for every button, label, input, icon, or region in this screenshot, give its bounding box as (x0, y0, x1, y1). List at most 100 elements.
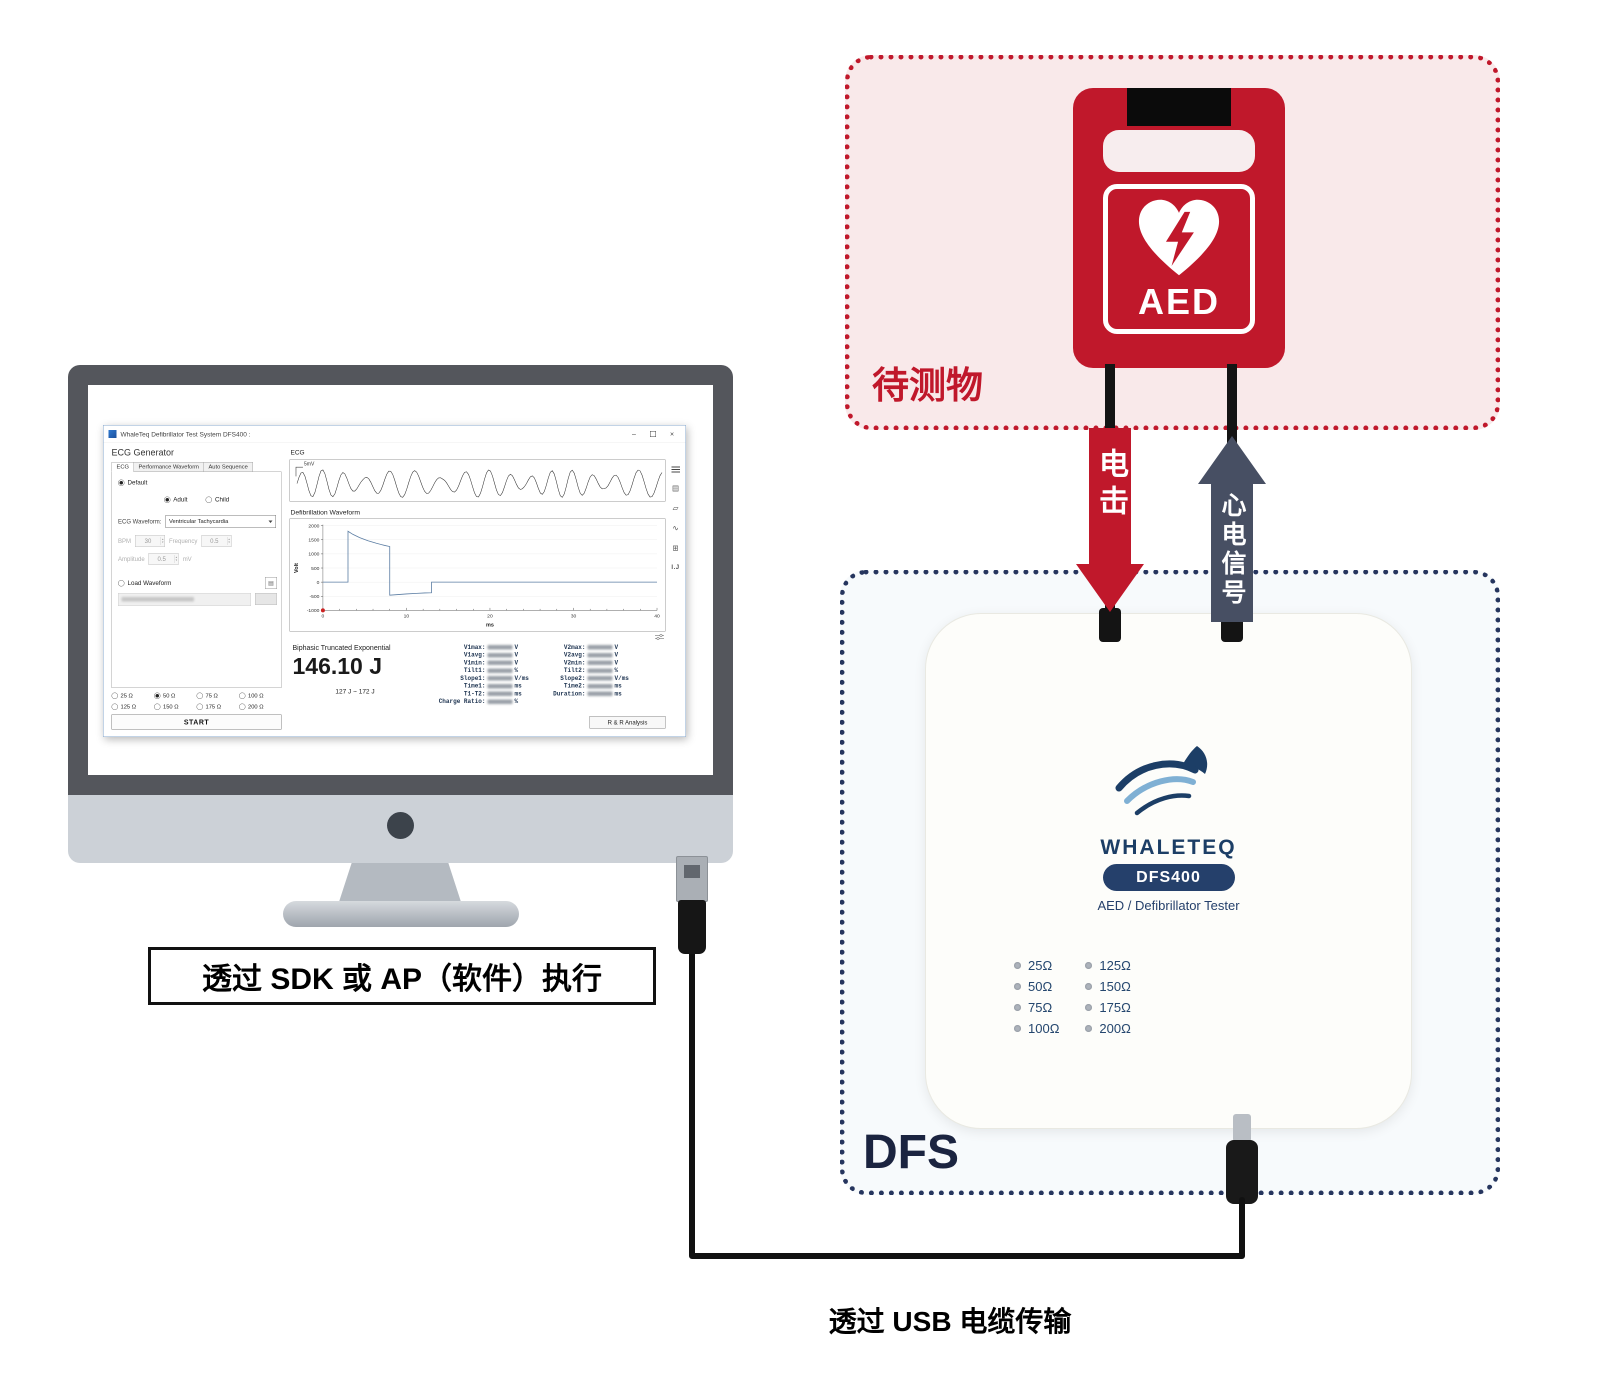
measurement-label: Time1: (463, 682, 486, 690)
tab-auto-sequence[interactable]: Auto Sequence (203, 462, 253, 472)
impedance-label: 25 Ω (120, 692, 133, 699)
monitor-logo-dot (387, 812, 414, 839)
tab-performance-waveform[interactable]: Performance Waveform (133, 462, 204, 472)
sdk-caption-text: 透过 SDK 或 AP（软件）执行 (201, 963, 603, 996)
impedance-radio-100[interactable]: 100 Ω (239, 692, 282, 699)
load-waveform-radio[interactable]: Load Waveform (118, 580, 171, 587)
load-waveform-label: Load Waveform (127, 579, 172, 587)
impedance-radio-125[interactable]: 125 Ω (111, 703, 155, 710)
blurred-value (587, 645, 613, 650)
radio-dot (111, 703, 118, 710)
led-indicator: 125Ω (1085, 958, 1131, 973)
led-dot (1014, 1003, 1021, 1011)
impedance-label: 125 Ω (120, 703, 136, 710)
measurement-unit: V (514, 643, 519, 651)
ecg-generator-panel: ECG Generator ECG Performance Waveform A… (111, 448, 282, 730)
radio-dot (118, 479, 125, 486)
browse-button[interactable] (255, 593, 277, 605)
blurred-value (487, 660, 513, 666)
ecg-scale-marker: 5mV (304, 461, 315, 468)
measurement-label: V1avg: (463, 651, 486, 659)
dfs-connector-left (1099, 608, 1121, 642)
impedance-radio-150[interactable]: 150 Ω (154, 703, 197, 710)
device-model-badge: DFS400 (1102, 864, 1235, 891)
chart-window-icon[interactable]: ⊞ (672, 544, 679, 553)
tab-ecg[interactable]: ECG (111, 462, 134, 472)
radio-dot (163, 496, 171, 503)
waveform-select[interactable]: Ventricular Tachycardia (165, 515, 276, 528)
led-label: 100Ω (1028, 1020, 1060, 1036)
waveform-name: Biphasic Truncated Exponential (292, 643, 391, 652)
frequency-input[interactable]: 0.5 ▴▾ (201, 535, 232, 547)
measurement-unit: ms (514, 682, 522, 690)
usb-a-plug-shell (676, 856, 708, 902)
whaleteq-logo (1115, 746, 1207, 816)
adult-radio[interactable]: Adult (163, 496, 188, 503)
impedance-label: 200 Ω (248, 703, 264, 710)
led-dot (1085, 982, 1093, 990)
impedance-row-2: 125 Ω 150 Ω 175 Ω 200 Ω (111, 703, 282, 710)
svg-text:500: 500 (311, 566, 320, 572)
start-button[interactable]: START (111, 714, 282, 730)
waveform-icon[interactable]: ∿ (672, 524, 679, 533)
rr-analysis-button[interactable]: R & R Analysis (589, 716, 666, 729)
impedance-radio-50[interactable]: 50 Ω (154, 692, 197, 699)
impedance-radio-200[interactable]: 200 Ω (239, 703, 282, 710)
blurred-value (487, 676, 513, 681)
led-indicator: 200Ω (1085, 1021, 1131, 1036)
dut-label: 待测物 (872, 365, 983, 406)
blurred-value (487, 652, 513, 658)
maximize-button[interactable] (645, 428, 662, 441)
measurement-unit: ms (614, 690, 622, 698)
energy-range: 127 J ~ 172 J (335, 687, 375, 696)
usb-a-plug-body (678, 900, 706, 954)
titlebar: WhaleTeq Defibrillator Test System DFS40… (103, 426, 686, 443)
measurement-label: V1min: (463, 659, 486, 667)
default-radio-label: Default (127, 479, 148, 486)
impedance-row-1: 25 Ω 50 Ω 75 Ω 100 Ω (111, 692, 282, 699)
default-radio[interactable]: Default (118, 479, 147, 486)
amplitude-input[interactable]: 0.5 ▴▾ (148, 553, 179, 565)
measurement-label: Slope1: (460, 674, 486, 682)
minimize-button[interactable]: – (632, 430, 636, 438)
impedance-radio-175[interactable]: 175 Ω (196, 703, 240, 710)
measurement-unit: V (614, 651, 619, 659)
folder-icon[interactable]: ▱ (672, 504, 679, 513)
monitor-stand-neck (338, 863, 462, 905)
aed-handle-hole (1103, 130, 1255, 172)
blurred-value (587, 676, 613, 681)
impedance-radio-25[interactable]: 25 Ω (111, 692, 155, 699)
measurement-unit: V (514, 659, 519, 667)
impedance-radio-75[interactable]: 75 Ω (196, 692, 240, 699)
measurement-unit: V (614, 643, 619, 651)
curve-compare-icon[interactable]: I.J (671, 563, 680, 571)
child-radio[interactable]: Child (205, 496, 229, 503)
radio-dot (196, 703, 203, 710)
blurred-value (587, 660, 613, 666)
blurred-value (587, 691, 613, 697)
ecg-signal-arrow-label: 心电信号 (1218, 492, 1246, 608)
report-icon[interactable]: ▤ (671, 484, 680, 493)
radio-dot (239, 692, 246, 699)
window-title: WhaleTeq Defibrillator Test System DFS40… (120, 430, 251, 438)
chart-settings-icon[interactable] (655, 634, 665, 643)
menu-icon[interactable] (671, 465, 680, 473)
usb-c-plug-body (1226, 1140, 1258, 1204)
frequency-label: Frequency (169, 537, 198, 545)
measurement-unit: ms (514, 690, 522, 698)
device-subtitle: AED / Defibrillator Tester (1097, 898, 1240, 913)
bpm-input[interactable]: 30 ▴▾ (135, 535, 166, 547)
chevron-down-icon (268, 520, 273, 523)
led-label: 150Ω (1099, 978, 1131, 994)
file-info-button[interactable]: ▤ (265, 577, 277, 589)
waveform-file-input[interactable] (118, 593, 251, 606)
led-label: 75Ω (1028, 999, 1053, 1015)
led-indicator: 75Ω (1014, 999, 1059, 1015)
led-dot (1014, 961, 1021, 969)
aed-device: AED (1073, 88, 1285, 368)
close-button[interactable]: × (669, 430, 675, 438)
